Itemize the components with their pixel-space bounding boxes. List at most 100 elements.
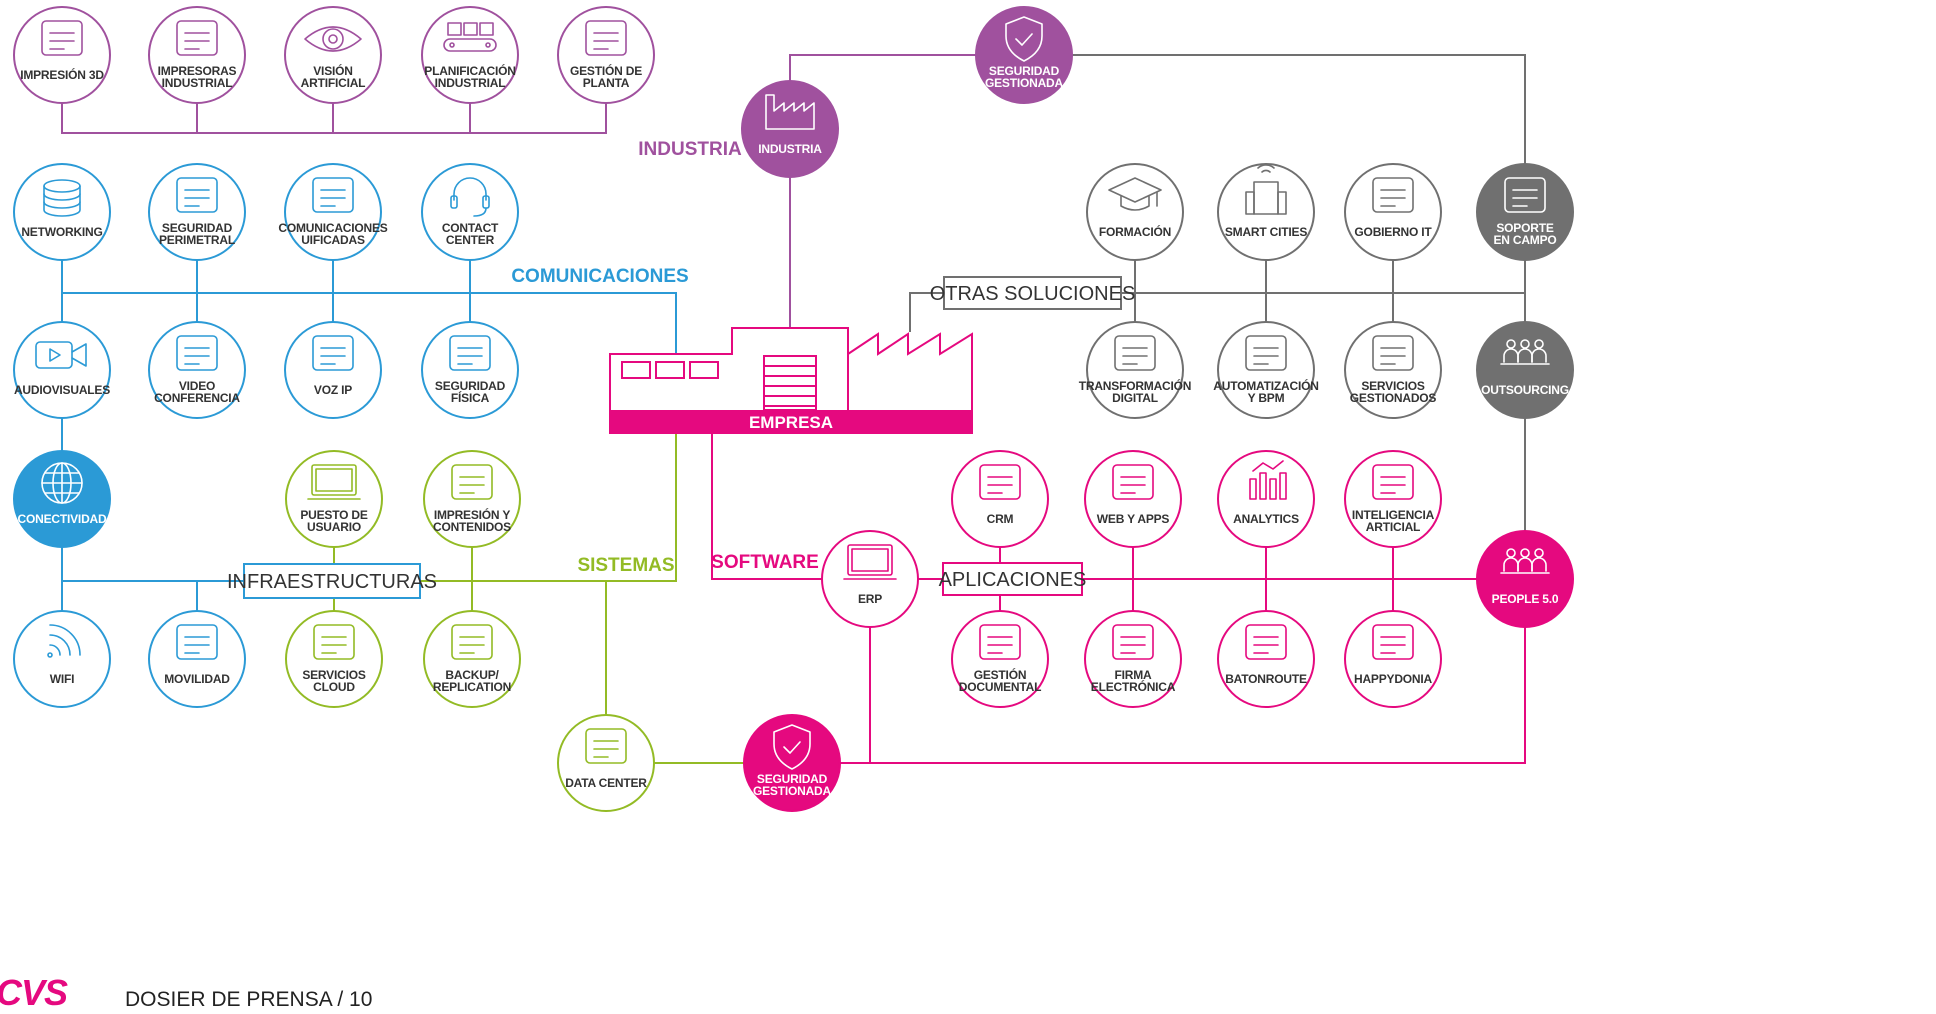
graduation-cap-icon [1108, 177, 1162, 211]
node-formacion: FORMACIÓN [1086, 163, 1184, 261]
document-list-icon [979, 624, 1021, 660]
node-label-line: GOBIERNO IT [1354, 225, 1432, 239]
empresa-sawtooth-roof [847, 332, 973, 410]
node-label-line: DOCUMENTAL [959, 680, 1041, 694]
node-label-line: SERVICIOS [302, 668, 366, 682]
node-label-line: ERP [858, 592, 882, 606]
node-label-line: PLANTA [583, 76, 630, 90]
node-label-line: GESTIONADOS [1350, 391, 1437, 405]
globe-icon [41, 462, 83, 504]
node-label-line: VOZ IP [314, 383, 352, 397]
node-label: FORMACIÓN [1099, 224, 1171, 239]
node-vozip: VOZ IP [284, 321, 382, 419]
company-logo: CVS [0, 972, 68, 1013]
label-box-infraestructuras [243, 563, 421, 599]
label-box-text-aplicaciones: APLICACIONES [939, 569, 1087, 591]
node-label-line: CONECTIVIDAD [18, 512, 107, 526]
node-label-line: COMUNICACIONES [278, 221, 387, 235]
node-label-line: VISIÓN [313, 63, 352, 78]
node-circle [13, 610, 111, 708]
monitor-icon [843, 544, 897, 580]
node-label-line: INDUSTRIA [758, 142, 822, 156]
node-crm: CRM [951, 450, 1049, 548]
node-label-line: IMPRESIÓN 3D [20, 67, 104, 82]
team-icon [1500, 339, 1550, 365]
node-label: INDUSTRIA [758, 142, 822, 156]
node-label-line: INTELIGENCIA [1352, 508, 1435, 522]
brick-wall-icon [176, 177, 218, 213]
node-circle [975, 6, 1073, 104]
node-label: MOVILIDAD [164, 672, 230, 686]
node-label: SMART CITIES [1225, 225, 1307, 239]
section-label-comunicaciones: COMUNICACIONES [511, 266, 688, 287]
node-label: CONECTIVIDAD [18, 512, 107, 526]
node-label: GOBIERNO IT [1354, 225, 1432, 239]
node-networking: NETWORKING [13, 163, 111, 261]
node-analytics: ANALYTICS [1217, 450, 1315, 548]
node-label: PEOPLE 5.0 [1492, 592, 1559, 606]
node-circle [421, 6, 519, 104]
copier-icon [451, 464, 493, 500]
node-label-line: ANALYTICS [1233, 512, 1299, 526]
node-people: PEOPLE 5.0 [1476, 530, 1574, 628]
empresa-label: EMPRESA [749, 413, 833, 432]
node-label: ERP [858, 592, 882, 606]
node-label-line: NETWORKING [21, 225, 102, 239]
node-audiovisuales: AUDIOVISUALES [13, 321, 111, 419]
node-circle [13, 321, 111, 419]
node-label-line: PUESTO DE [300, 508, 368, 522]
node-smartcities: SMART CITIES [1217, 163, 1315, 261]
node-label-line: DATA CENTER [565, 776, 647, 790]
backup-icon [451, 624, 493, 660]
node-label-line: PEOPLE 5.0 [1492, 592, 1559, 606]
node-batonroute: BATONROUTE [1217, 610, 1315, 708]
node-label-line: FIRMA [1115, 668, 1153, 682]
node-label-line: CLOUD [313, 680, 355, 694]
connector-line-4 [789, 54, 976, 81]
node-label-line: SEGURIDAD [989, 64, 1060, 78]
industrial-printer-icon [176, 20, 218, 56]
node-label-line: GESTIONADA [753, 784, 832, 798]
node-circle [421, 163, 519, 261]
node-label: AUDIOVISUALES [14, 383, 110, 397]
node-label-line: IMPRESORAS [158, 64, 237, 78]
node-label-line: BACKUP/ [445, 668, 499, 682]
node-label-line: SEGURIDAD [162, 221, 233, 235]
node-erp: ERP [821, 530, 919, 628]
database-icon [43, 179, 81, 217]
happydonia-logo-icon [1372, 624, 1414, 660]
node-label: HAPPYDONIA [1354, 672, 1433, 686]
conveyor-icon [443, 22, 497, 52]
node-label-line: CRM [987, 512, 1014, 526]
node-label-line: CONFERENCIA [154, 391, 240, 405]
node-label-line: INDUSTRIAL [162, 76, 233, 90]
node-backup: BACKUP/REPLICATION [423, 610, 521, 708]
3d-printer-icon [41, 20, 83, 56]
node-label-line: SERVICIOS [1361, 379, 1425, 393]
connector-line-16 [420, 434, 677, 582]
node-happydonia: HAPPYDONIA [1344, 610, 1442, 708]
node-label-line: REPLICATION [433, 680, 511, 694]
node-label: VOZ IP [314, 383, 352, 397]
